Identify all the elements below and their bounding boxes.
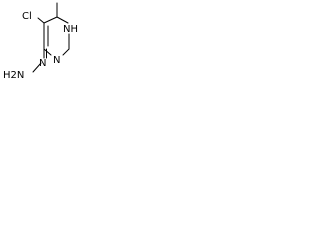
bond-c5-cl	[37, 17, 45, 24]
ring-n-label: N	[53, 55, 60, 66]
bond-c2-n3	[62, 48, 70, 56]
h2n-label: H2N	[3, 70, 24, 80]
bond-c6-n1	[56, 16, 69, 24]
bond-n-nh2	[32, 62, 42, 73]
hydrazone-n-label: N	[39, 58, 46, 69]
bond-c5-c6	[43, 16, 58, 24]
ring-nh-label: NH	[63, 24, 78, 35]
chlorine-label: Cl	[22, 11, 32, 22]
chemical-structure: Cl NH N N H2N	[3, 2, 78, 80]
bond-n3-c4	[43, 48, 52, 56]
